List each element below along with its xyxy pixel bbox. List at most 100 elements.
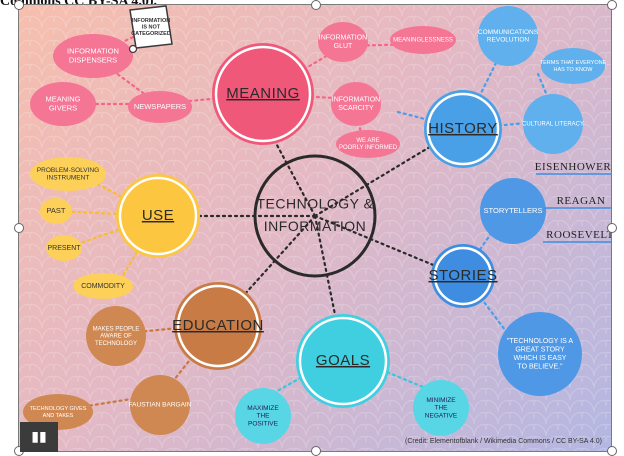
node-information-glut-shape [318,22,368,62]
node-storytellers-label: STORYTELLERS [484,206,543,215]
mind-map-canvas: TECHNOLOGY & INFORMATION MEANING HISTORY USE… [18,4,612,452]
node-cultural-literacy: CULTURAL LITERACY [522,94,584,154]
node-quote-label: GREAT STORY [515,347,565,354]
center-node-label: TECHNOLOGY & [257,196,374,212]
node-information-scarcity-label: INFORMATION [332,97,380,104]
node-information-dispensers-label: INFORMATION [67,46,119,55]
node-terms-everyone-shape [541,48,605,84]
resize-handle-top-left[interactable] [14,0,24,10]
hub-goals-label: GOALS [316,352,370,369]
hub-meaning: MEANING [212,43,314,145]
name-label: ROOSEVELT [546,229,612,241]
node-quote-label: WHICH IS EASY [514,355,567,362]
resize-handle-bottom-center[interactable] [311,446,321,456]
node-communications-revolution-label: REVOLUTION [487,37,530,44]
scroll-curl [128,44,138,54]
resize-handle-middle-right[interactable] [607,223,617,233]
closed-caption-icon: ▮▮ [31,429,47,445]
hub-education: EDUCATION [172,282,264,370]
node-past-shape [40,198,72,224]
node-problem-solving-label: INSTRUMENT [47,175,90,182]
node-faustian-bargain-label: FAUSTIAN BARGAIN [129,402,192,409]
node-aware-of-technology-label: TECHNOLOGY [95,341,137,347]
node-faustian-bargain: FAUSTIAN BARGAIN [129,375,192,435]
node-technology-gives-label: AND TAKES [43,413,74,419]
hub-use-label: USE [142,207,174,224]
node-commodity-shape [73,273,133,299]
node-maximize-label: MAXIMIZE [247,405,279,412]
resize-handle-middle-left[interactable] [14,223,24,233]
connector-center-history [313,137,445,218]
hub-meaning-label: MEANING [226,85,300,102]
center-node: TECHNOLOGY & INFORMATION [253,154,377,278]
name-label: EISENHOWER [535,161,612,173]
node-meaning-givers-shape [30,82,96,126]
node-aware-of-technology-label: AWARE OF [100,334,132,340]
node-names: EISENHOWER REAGAN ROOSEVELT [535,161,612,243]
hub-use: USE [116,174,200,258]
node-information-dispensers-shape [53,34,133,78]
node-information-glut-label: GLUT [334,43,353,50]
name-label: REAGAN [557,195,606,207]
connector-use-present [64,214,160,250]
closed-caption-button[interactable]: ▮▮ [20,422,58,452]
node-poorly-informed-label: POORLY INFORMED [339,145,398,151]
node-poorly-informed-shape [336,130,400,158]
node-past-label: PAST [46,206,65,215]
node-information-glut-label: INFORMATION [319,35,367,42]
node-newspapers-label: NEWSPAPERS [134,102,186,111]
hub-goals: GOALS [296,314,390,408]
node-meaninglessness-label: MEANINGLESSNESS [393,38,453,44]
node-quote-label: TO BELIEVE." [517,363,563,370]
node-present: PRESENT [46,235,82,261]
image-credit: (Credit: Elementofblank / Wikimedia Comm… [405,438,602,445]
node-meaninglessness-shape [390,26,456,54]
node-information-scarcity-shape [331,82,381,126]
hub-history-core [431,97,495,161]
node-newspapers-shape [128,91,192,123]
node-scroll-label: INFORMATION [132,18,170,24]
node-minimize-label: MINIMIZE [426,397,456,404]
node-aware-of-technology-label: MAKES PEOPLE [93,326,140,332]
node-storytellers-shape [480,178,546,244]
node-present-label: PRESENT [47,245,81,252]
node-communications-revolution-label: COMMUNICATIONS [478,29,539,36]
hub-history-white-ring [426,92,500,166]
hub-use-white-ring [118,176,198,256]
center-ring [253,154,377,278]
mind-map-svg: TECHNOLOGY & INFORMATION MEANING HISTORY USE… [18,4,612,452]
node-past: PAST [40,198,72,224]
node-storytellers: STORYTELLERS [480,178,546,244]
node-communications-revolution-shape [478,6,538,66]
hub-stories: STORIES [428,244,497,308]
node-commodity-label: COMMODITY [81,283,125,290]
connector-center-stories [313,214,445,271]
node-aware-of-technology-shape [86,306,146,366]
node-technology-gives-label: TECHNOLOGY GIVES [30,406,87,412]
node-faustian-bargain-shape [130,375,190,435]
node-information-scarcity-label: SCARCITY [338,105,374,112]
resize-handle-top-center[interactable] [311,0,321,10]
resize-handle-top-right[interactable] [607,0,617,10]
node-problem-solving-shape [30,157,106,191]
hub-history-label: HISTORY [428,120,498,137]
resize-handle-bottom-right[interactable] [607,446,617,456]
hub-education-label: EDUCATION [172,317,264,334]
node-newspapers: NEWSPAPERS [128,91,192,123]
node-maximize-label: POSITIVE [248,421,279,428]
node-maximize-label: THE [257,413,271,420]
node-meaninglessness: MEANINGLESSNESS [390,26,456,54]
nodes: TECHNOLOGY & INFORMATION MEANING HISTORY USE… [23,5,612,444]
node-poorly-informed-label: WE ARE [356,138,379,144]
hub-stories-label: STORIES [428,267,497,284]
node-minimize-label: NEGATIVE [425,413,458,420]
center-node-label: INFORMATION [264,218,366,234]
